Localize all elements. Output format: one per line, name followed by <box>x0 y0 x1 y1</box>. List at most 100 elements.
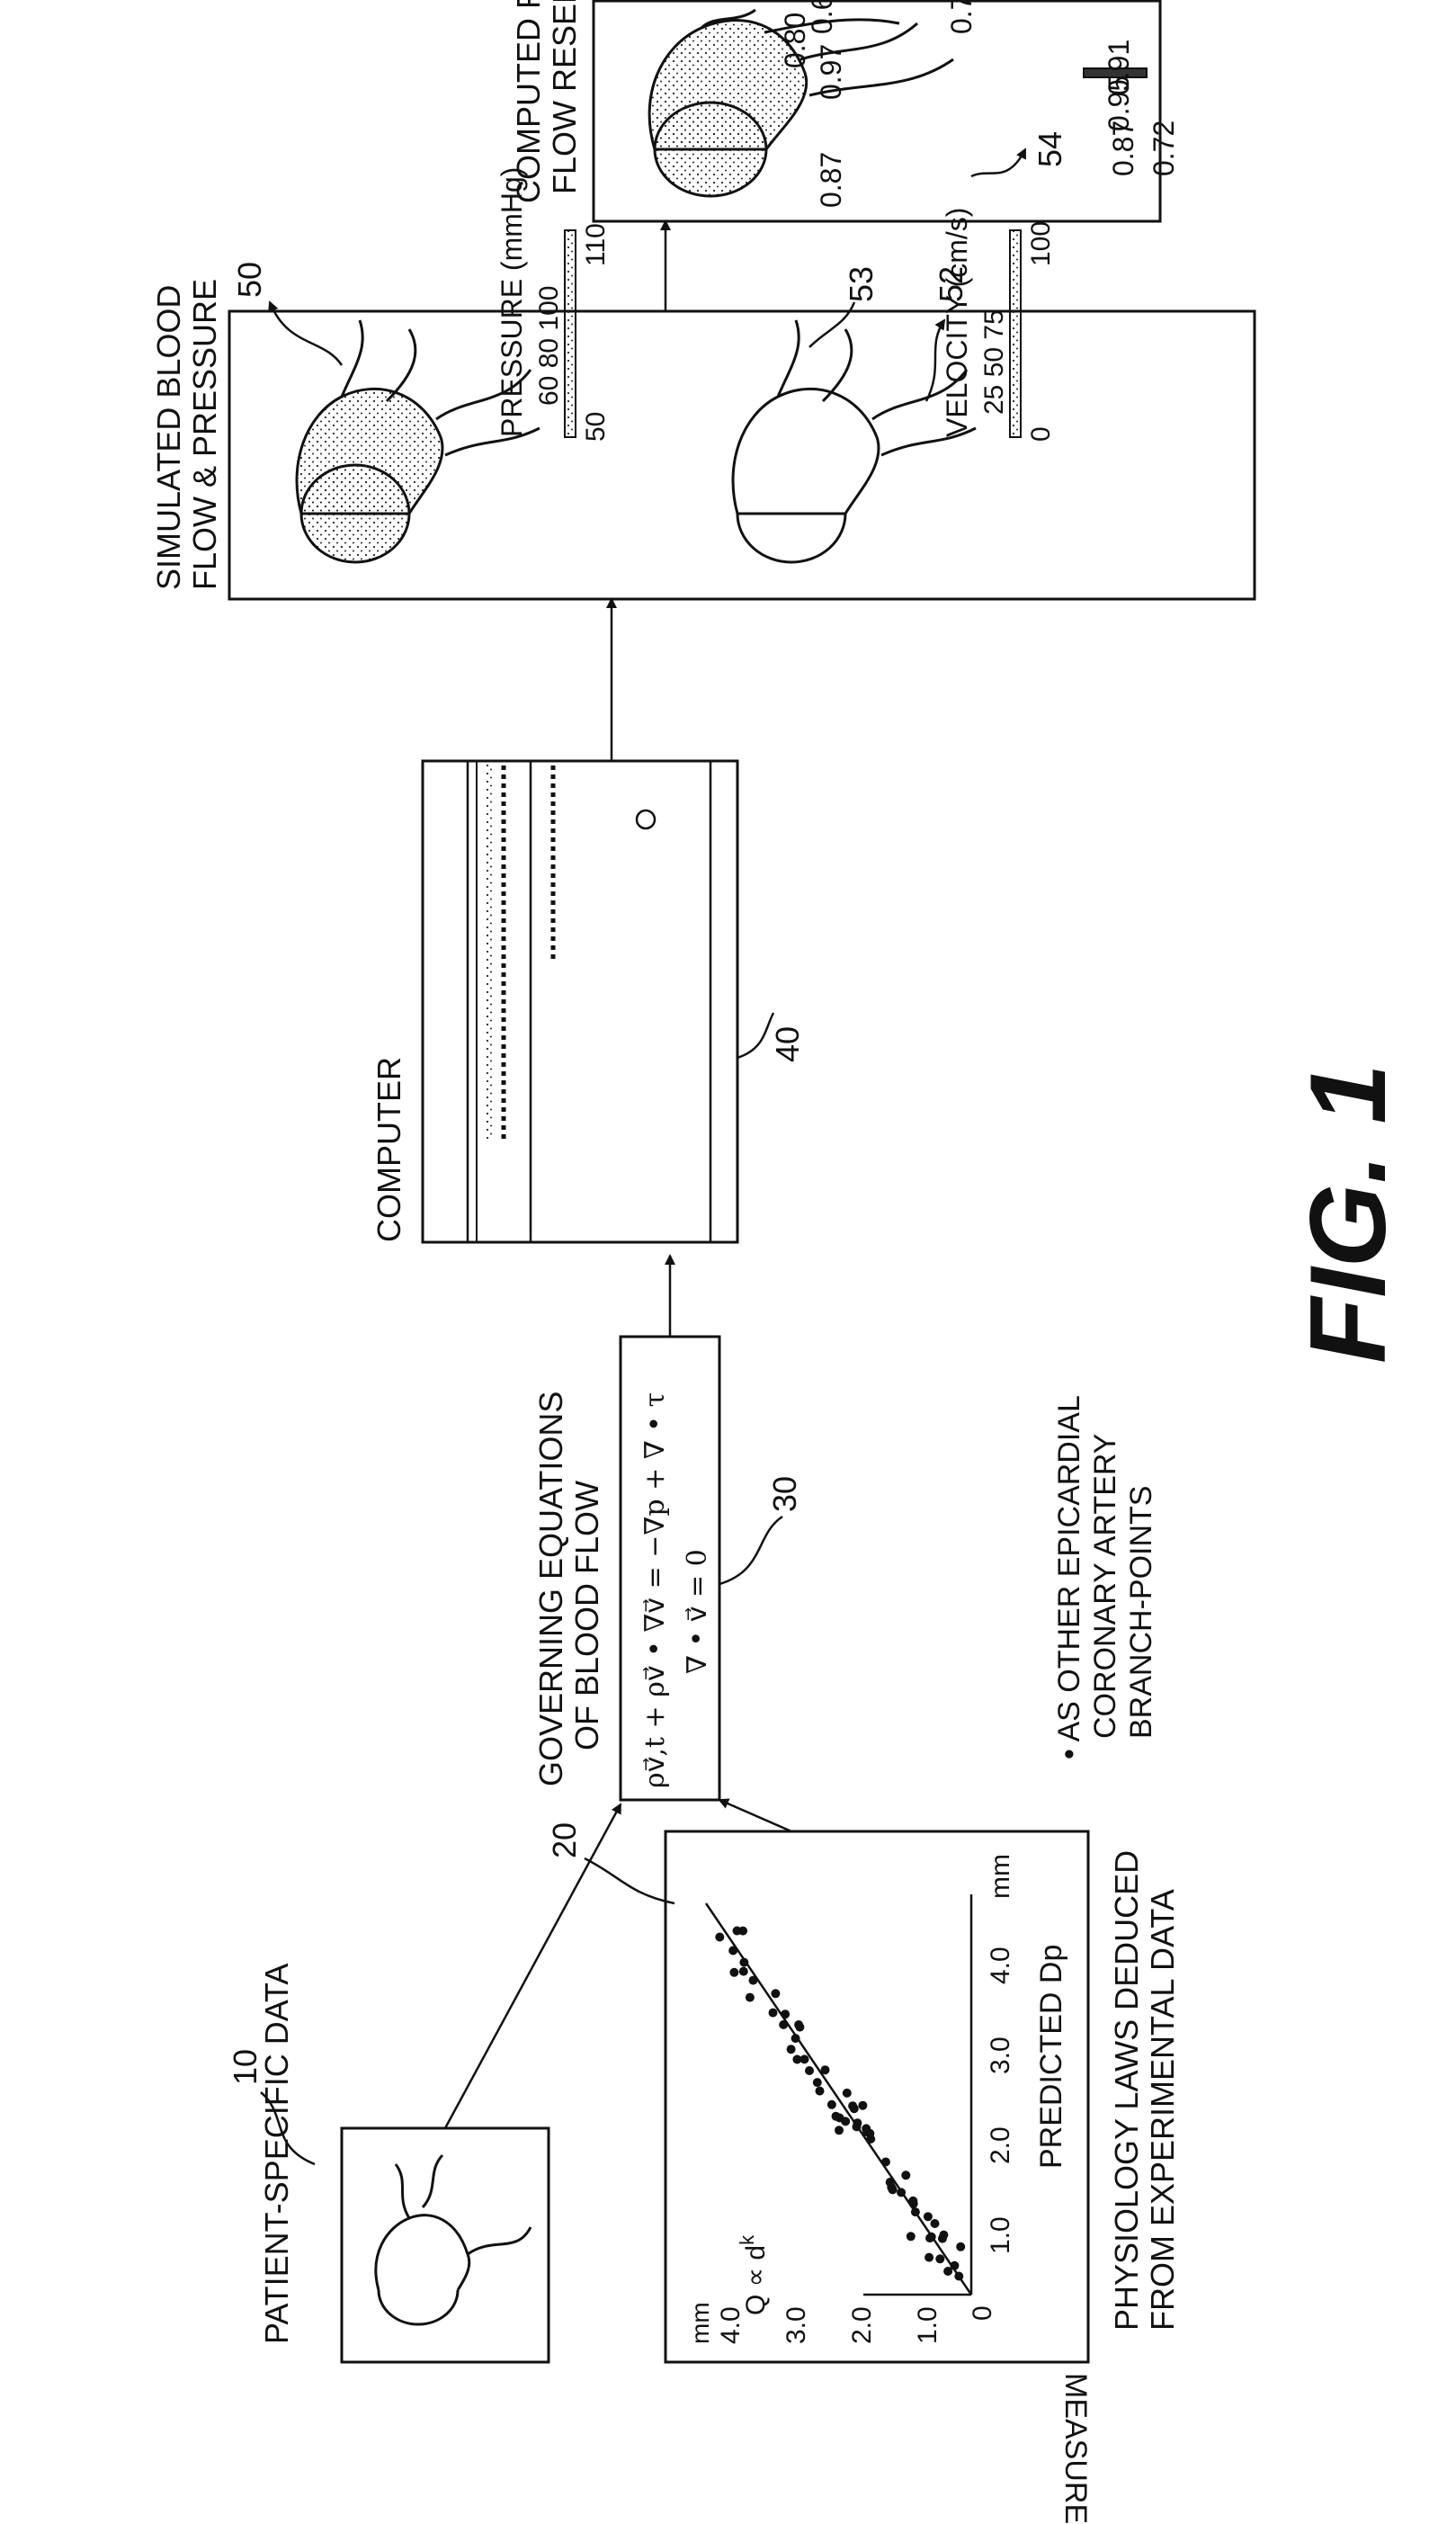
patient-heart-icon <box>376 2155 531 2324</box>
chart-y-unit: mm <box>686 2302 714 2344</box>
scatter-point <box>901 2170 910 2179</box>
scatter-point <box>813 2078 822 2087</box>
pressure-scale-min: 50 <box>581 412 611 442</box>
scatter-point <box>862 2127 871 2136</box>
scatter-point <box>939 2231 948 2240</box>
chart-y-tick-1: 1.0 <box>913 2306 942 2344</box>
scatter-point <box>858 2101 867 2110</box>
cffr-ref-number: 54 <box>1032 131 1068 167</box>
cffr-values: 0.870.970.800.660.710.910.950.870.72 <box>779 0 1180 208</box>
physiology-caption-line1: PHYSIOLOGY LAWS DEDUCED <box>1108 1850 1145 2331</box>
chart-scatter-points <box>715 1927 965 2281</box>
equations-ref-number: 30 <box>766 1476 803 1512</box>
scatter-point <box>911 2207 920 2216</box>
scatter-point <box>771 1989 780 1998</box>
velocity-ref-number: 52 <box>933 266 969 302</box>
scatter-point <box>881 2158 890 2167</box>
scatter-point <box>739 1958 748 1967</box>
scatter-point <box>715 1933 724 1942</box>
scatter-point <box>954 2272 963 2281</box>
physiology-caption-line2: FROM EXPERIMENTAL DATA <box>1144 1889 1181 2331</box>
scatter-point <box>835 2114 844 2123</box>
equation-continuity: ∇ • v⃗ = 0 <box>682 1549 713 1674</box>
chart-ylabel: MEASURED Dp <box>1059 2373 1093 2524</box>
velocity-scale-max: 100 <box>1026 221 1056 266</box>
arrow-physiology-to-equations <box>719 1800 791 1831</box>
patient-data-title: PATIENT-SPECIFIC DATA <box>258 1964 295 2344</box>
scatter-point <box>925 2233 934 2242</box>
scatter-point <box>924 2212 933 2221</box>
scatter-point <box>853 2122 862 2131</box>
simulation-title-line1: SIMULATED BLOOD <box>150 285 187 590</box>
computer-ref-number: 40 <box>769 1026 806 1062</box>
equation-navier-stokes: ρv⃗,t + ρv⃗ • ∇v⃗ = −∇p + ∇ • τ <box>639 1392 671 1788</box>
pressure-ticks: 60 80 100 <box>534 286 564 406</box>
scatter-point <box>787 2045 796 2054</box>
chart-x-tick-4: 4.0 <box>986 1947 1015 1984</box>
scatter-point <box>897 2188 906 2197</box>
pressure-label: PRESSURE (mmHg) <box>496 167 528 437</box>
chart-formula: Q ∝ dk <box>736 2234 771 2315</box>
scatter-point <box>779 2020 788 2029</box>
scatter-point <box>746 1993 755 2002</box>
vessel-ref-leader <box>809 302 854 347</box>
chart-formula-exp: k <box>736 2234 758 2245</box>
scatter-point <box>816 2087 825 2096</box>
cffr-value: 0.66 <box>806 0 838 34</box>
chart-y-tick-3: 3.0 <box>782 2306 811 2344</box>
scatter-point <box>769 2009 778 2018</box>
chart-x-tick-3: 3.0 <box>986 2036 1015 2074</box>
physiology-ref-number: 20 <box>546 1822 583 1858</box>
pressure-scale-max: 110 <box>581 223 611 266</box>
scatter-point <box>794 2020 803 2029</box>
cffr-value: 0.72 <box>1148 121 1180 176</box>
chart-xlabel: PREDICTED Dp <box>1034 1945 1068 2169</box>
cffr-ref-leader <box>971 149 1025 176</box>
chart-x-tick-1: 1.0 <box>986 2216 1015 2254</box>
velocity-heart-model <box>733 320 976 562</box>
cffr-title-line2: FLOW RESERVE (cFFR) <box>546 0 583 194</box>
scatter-point <box>925 2253 933 2262</box>
physiology-ref-leader <box>585 1858 674 1903</box>
scatter-point <box>728 1947 737 1956</box>
cffr-value: 0.87 <box>1107 121 1139 176</box>
velocity-scale-bar <box>1010 230 1021 437</box>
chart-x-unit: mm <box>986 1854 1015 1899</box>
chart-formula-text: Q ∝ d <box>741 2245 771 2315</box>
chart-origin: 0 <box>968 2305 997 2321</box>
cffr-value: 0.87 <box>815 152 847 208</box>
scatter-point <box>956 2242 965 2251</box>
physiology-note-line1: • AS OTHER EPICARDIAL <box>1052 1395 1086 1759</box>
cffr-title-line1: COMPUTED FRACTIONAL <box>510 0 547 203</box>
scatter-point <box>792 2055 801 2064</box>
vessel-ref-number: 53 <box>843 266 880 302</box>
equations-title-line2: OF BLOOD FLOW <box>568 1481 605 1750</box>
computer-tower-icon <box>423 761 737 1242</box>
velocity-scale-min: 0 <box>1026 426 1056 442</box>
chart-y-tick-2: 2.0 <box>847 2306 877 2344</box>
scatter-point <box>908 2197 917 2206</box>
simulation-ref-number: 50 <box>231 262 268 298</box>
scatter-point <box>835 2126 844 2135</box>
figure-label: FIG. 1 <box>1288 1064 1408 1364</box>
scatter-point <box>935 2254 944 2263</box>
equations-ref-leader <box>719 1517 782 1584</box>
scatter-point <box>907 2232 916 2241</box>
scatter-point <box>843 2089 852 2098</box>
patient-ref-number: 10 <box>227 2049 264 2085</box>
cffr-value: 0.97 <box>815 44 847 100</box>
velocity-ticks: 25 50 75 <box>979 309 1009 415</box>
chart-x-tick-2: 2.0 <box>986 2126 1015 2164</box>
scatter-point <box>931 2219 940 2228</box>
scatter-point <box>733 1927 742 1936</box>
scatter-point <box>886 2178 895 2187</box>
cffr-value: 0.71 <box>945 0 978 34</box>
scatter-point <box>805 2066 814 2075</box>
pressure-scale-bar <box>565 230 576 437</box>
scatter-point <box>850 2104 859 2113</box>
scatter-point <box>950 2261 959 2270</box>
computer-title: COMPUTER <box>371 1057 407 1242</box>
velocity-label: VELOCITY (cm/s) <box>941 208 973 437</box>
